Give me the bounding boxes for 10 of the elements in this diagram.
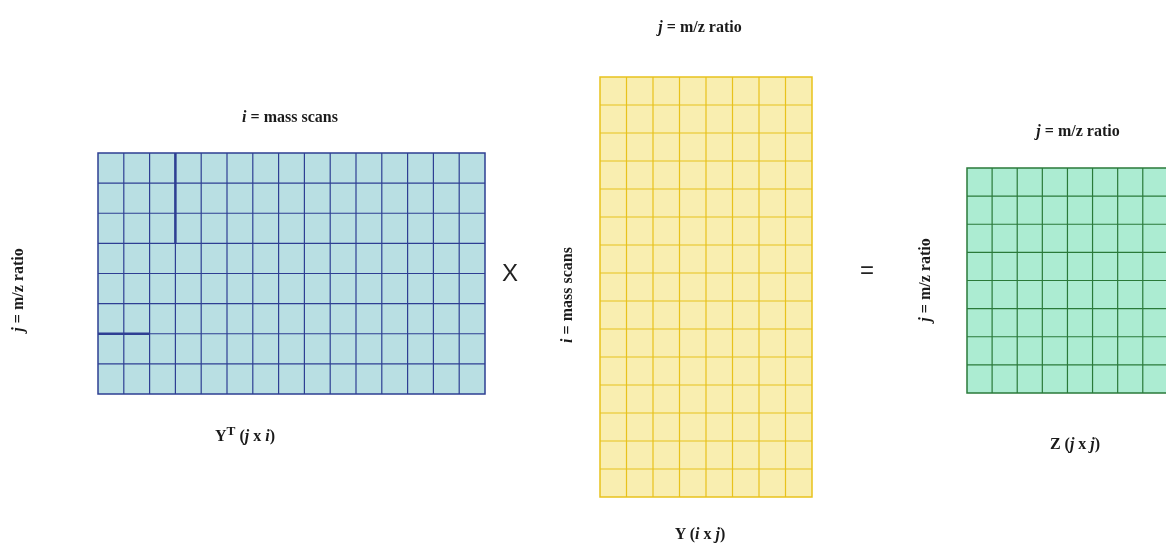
operator-sign: X	[502, 259, 518, 287]
axis-label: i = mass scans	[242, 108, 338, 126]
operator-sign: =	[860, 256, 874, 284]
axis-label: j = m/z ratio	[9, 248, 27, 332]
matrix-label: Z (j x j)	[1049, 435, 1101, 453]
axis-label: j = m/z ratio	[658, 18, 742, 36]
axis-label: j = m/z ratio	[1036, 122, 1120, 140]
axis-label: i = mass scans	[558, 247, 576, 343]
axis-label: j = m/z ratio	[916, 238, 934, 322]
matrix-label: Y$^{T}$ (j x i)	[215, 422, 275, 446]
